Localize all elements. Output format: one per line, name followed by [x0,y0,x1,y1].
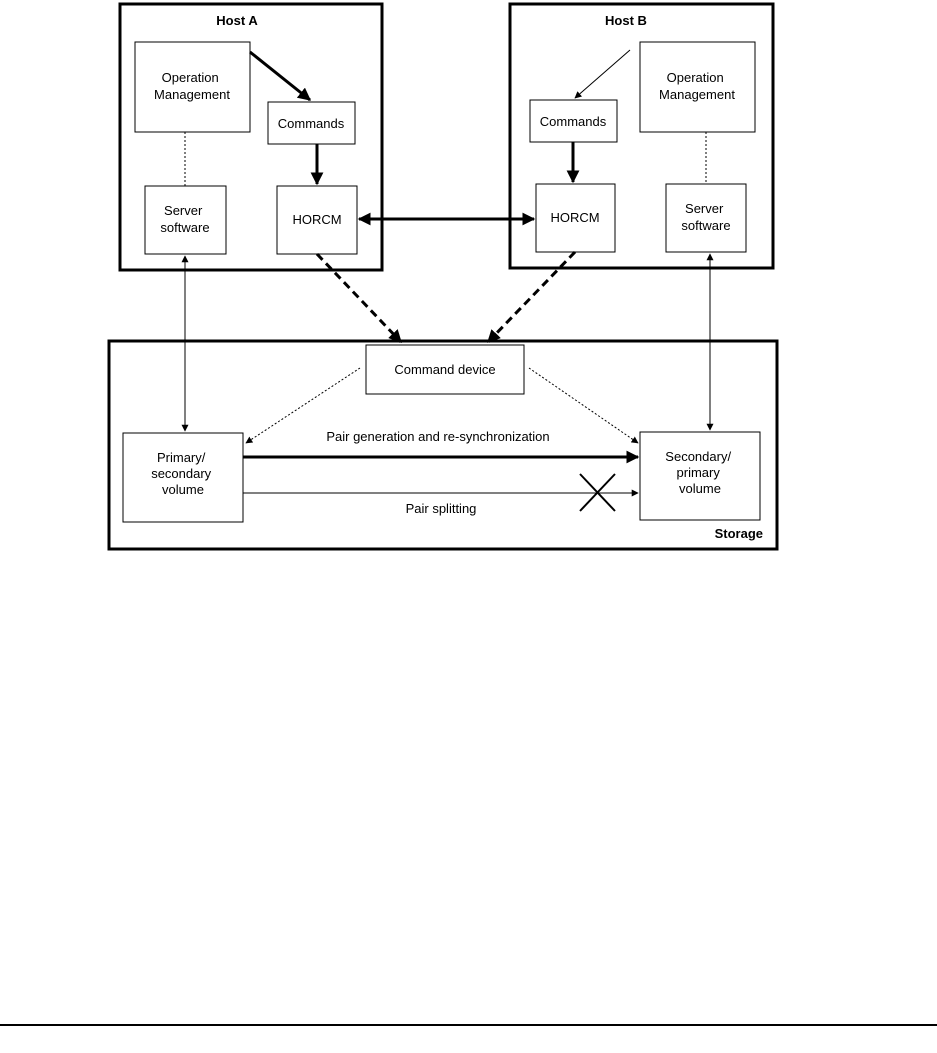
host-b-commands-label: Commands [540,114,607,129]
horcm-b-to-command-device-dashed-arrow [486,250,577,344]
host-b-server-software-label: Server software [681,201,730,233]
primary-secondary-volume-label: Primary/ secondary volume [151,450,215,497]
pair-splitting-label: Pair splitting [406,501,477,516]
host-b-opmgmt-to-commands-arrow [574,49,631,99]
command-device-to-primary-dotted-arrow [245,367,361,444]
host-b-operation-management-box [639,41,756,133]
secondary-primary-volume-box [639,431,761,521]
command-device-box [365,344,525,395]
command-device-label: Command device [394,362,495,377]
horcm-a-to-command-device-dashed-arrow [315,252,403,344]
host-b-container [508,2,775,270]
host-b-server-software-box [665,183,747,253]
host-a-commands-label: Commands [278,116,345,131]
host-a-operation-management-box [134,41,251,133]
host-b-horcm-box [535,183,616,253]
host-a-container [118,2,384,272]
host-b-operation-management-label: Operation Management [659,70,735,102]
host-a-operation-management-label: Operation Management [154,70,230,102]
host-a-server-software-box [144,185,227,255]
host-b-horcm-label: HORCM [550,210,599,225]
split-x-mark-icon [579,473,616,512]
secondary-primary-volume-label: Secondary/ primary volume [665,449,734,496]
host-a-server-software-label: Server software [160,203,209,235]
host-a-opmgmt-to-commands-arrow [249,50,312,102]
storage-container [107,339,779,551]
host-a-horcm-box [276,185,358,255]
host-a-horcm-label: HORCM [292,212,341,227]
host-a-title: Host A [216,13,258,28]
storage-title: Storage [715,526,763,541]
pair-generation-label: Pair generation and re-synchronization [326,429,549,444]
page-bottom-rule [0,1024,937,1026]
host-b-commands-box [529,99,618,143]
host-a-commands-box [267,101,356,145]
host-b-title: Host B [605,13,647,28]
primary-secondary-volume-box [122,432,244,523]
